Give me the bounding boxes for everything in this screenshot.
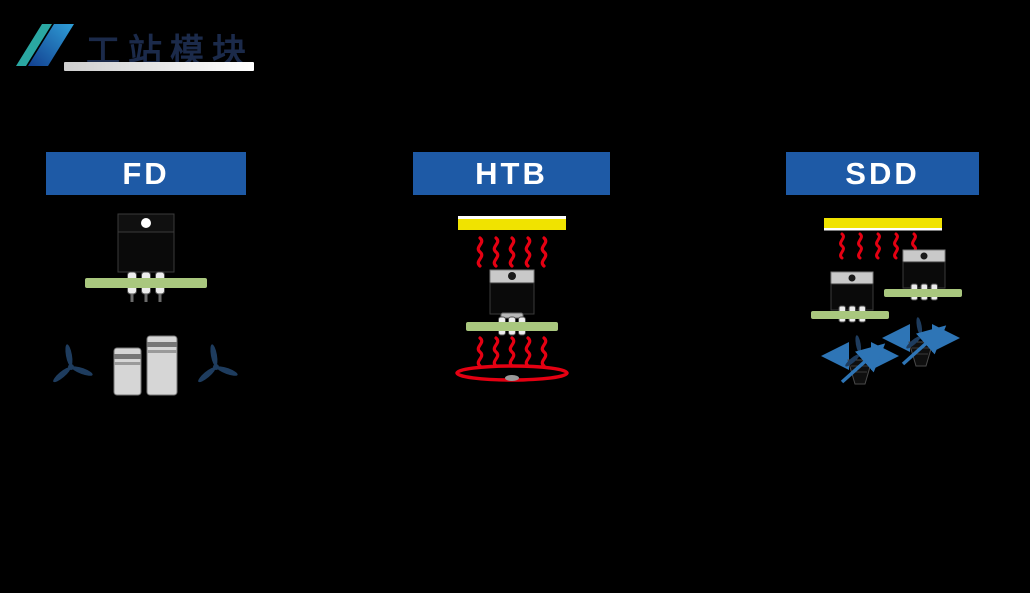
airflow-arrow-icon (840, 343, 886, 384)
sdd-illustration (811, 218, 962, 385)
cooling-fan-icon (53, 344, 93, 383)
module-header-fd: FD (46, 152, 246, 195)
top-heater-bar-icon (824, 218, 942, 231)
mounting-hole (848, 274, 856, 282)
mounting-hole (920, 252, 928, 260)
logo-blue-stripe (28, 24, 74, 66)
module-label-htb: HTB (475, 155, 548, 191)
module-header-sdd: SDD (786, 152, 979, 195)
pcb-bar-icon (811, 311, 889, 319)
air-blower-icon (882, 317, 960, 367)
htb-illustration (455, 216, 569, 382)
mounting-hole (508, 272, 516, 280)
heat-waves-icon (476, 336, 548, 368)
pcb-bar-icon (85, 278, 207, 288)
logo-icon (16, 24, 74, 66)
module-label-sdd: SDD (845, 155, 920, 191)
capacitor-icon (146, 335, 178, 396)
module-label-fd: FD (122, 155, 170, 191)
logo-teal-stripe (16, 24, 52, 66)
airflow-arrow-icon (901, 325, 947, 366)
mounting-hole (141, 218, 151, 228)
module-header-htb: HTB (413, 152, 610, 195)
top-heater-bar-icon (458, 216, 566, 230)
air-blower-icon (821, 335, 899, 385)
pcb-bar-icon (466, 322, 558, 331)
power-transistor-icon (830, 271, 874, 323)
fd-illustration (53, 213, 238, 396)
heat-ring-icon (455, 364, 569, 382)
title-underline (64, 62, 254, 71)
cooling-fan-icon (198, 344, 238, 383)
pcb-bar-icon (884, 289, 962, 297)
power-transistor-icon (117, 213, 175, 302)
power-transistor-icon (489, 269, 535, 336)
capacitor-icon (113, 347, 142, 396)
heat-waves-icon (476, 236, 548, 268)
